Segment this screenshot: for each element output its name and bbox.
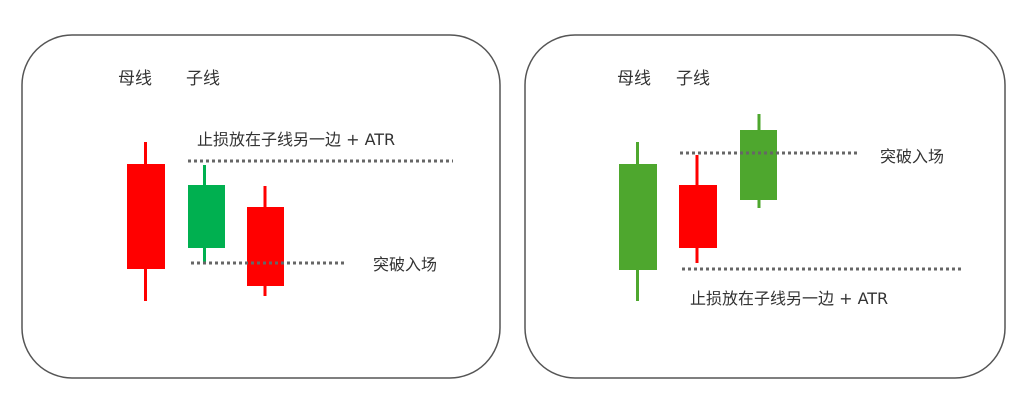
- left-panel: 母线 子线 止损放在子线另一边 + ATR 突破入场: [21, 34, 501, 379]
- mother-bar-label: 母线: [118, 69, 152, 89]
- mother-candle: [619, 142, 657, 301]
- mother-bar-label: 母线: [617, 69, 651, 89]
- right-panel: 母线 子线 突破入场 止损放在子线另一边 + ATR: [524, 34, 1006, 379]
- child-bar-label: 子线: [676, 69, 710, 89]
- stop-loss-label: 止损放在子线另一边 + ATR: [197, 130, 395, 149]
- stop-loss-label: 止损放在子线另一边 + ATR: [690, 289, 888, 308]
- right-panel-frame: [524, 34, 1006, 379]
- mother-candle: [127, 142, 165, 301]
- child-candle: [679, 155, 717, 263]
- entry-label: 突破入场: [373, 255, 437, 274]
- left-panel-frame: [21, 34, 501, 379]
- child-bar-label: 子线: [186, 69, 220, 89]
- breakout-candle: [247, 186, 284, 296]
- entry-label: 突破入场: [880, 147, 944, 166]
- child-candle: [188, 165, 225, 263]
- breakout-candle: [740, 114, 777, 208]
